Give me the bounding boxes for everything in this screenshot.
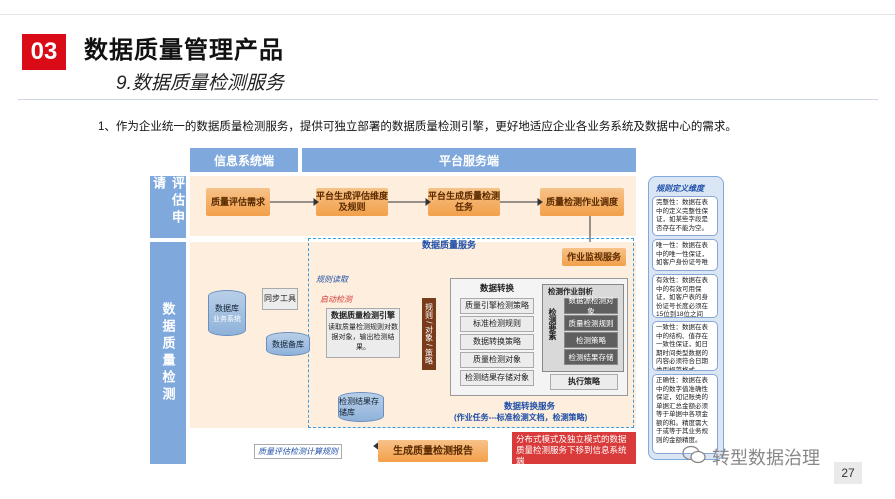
- service-title: 数据质量服务: [422, 240, 477, 250]
- row-header-eval: 评估申请: [150, 176, 186, 238]
- note-box: 分布式模式及独立模式的数据质量检测服务下移到信息系统端: [512, 432, 636, 466]
- analysis-title: 检测作业剖析: [548, 287, 593, 296]
- analysis-item-3: 检测策略: [564, 332, 618, 348]
- convert-title: 数据转换: [480, 283, 515, 293]
- service-footer-sub: (作业任务---标准检测文档，检测策略): [454, 413, 588, 422]
- page-number: 27: [834, 462, 862, 484]
- job-monitor: 作业监视服务: [562, 248, 626, 266]
- flow-step-1: 质量评估需求: [206, 188, 270, 216]
- rule-item-3: 有效性：数据在表中的有效可用保证，如客户表的身份证号长度必须在15位到18位之间: [652, 274, 718, 318]
- service-footer: 数据转换服务: [504, 401, 556, 411]
- backup-cylinder: 数据备库: [266, 332, 310, 356]
- page-subtitle: 9.数据质量检测服务: [116, 73, 284, 94]
- analysis-item-2: 质量检测规则: [564, 315, 618, 331]
- flow-step-3: 平台生成质量检测任务: [428, 188, 500, 216]
- convert-item-1: 质量引擎检测策略: [460, 298, 534, 314]
- convert-item-2: 标准检测规则: [460, 316, 534, 332]
- title-divider: [18, 99, 878, 100]
- flow-step-4: 质量检测作业调度: [540, 188, 624, 216]
- engine-title: 数据质量检测引擎: [331, 311, 395, 320]
- rule-read-label: 规则读取: [316, 275, 348, 284]
- col-header-info: 信息系统端: [190, 148, 298, 172]
- analysis-item-1: 数据源检测对象: [564, 296, 618, 316]
- rule-item-2: 唯一性：数据在表中的唯一性保证，如客户身份证号唯一: [652, 239, 718, 271]
- result-db: 检测结果存储库: [338, 392, 384, 422]
- database-sub: 业务系统: [213, 315, 241, 323]
- sync-tool: 同步工具: [262, 288, 298, 310]
- engine-box: 数据质量检测引擎 读取质量检测规则对数据对象，输出检测结果。: [326, 308, 400, 358]
- section-number-badge: 03: [22, 34, 66, 70]
- watermark: 转型数据治理: [712, 448, 820, 468]
- rule-item-4: 一致性：数据在表中的结构、值存在一致性保证，如日期时间类型数据的内容必须符合日期…: [652, 321, 718, 371]
- wechat-icon: [682, 444, 706, 464]
- service-area: [308, 238, 634, 428]
- rule-item-1: 完整性：数据在表中的定义完整性保证，如某些字段是否存在不能为空。: [652, 196, 718, 236]
- row-header-check: 数据质量检测: [150, 242, 186, 464]
- diagram: 信息系统端 平台服务端 评估申请 数据质量检测 质量评估需求 平台生成评估维度及…: [150, 148, 640, 466]
- calc-rule: 质量评估检测计算规则: [254, 444, 342, 459]
- analysis-item-4: 检测结果存储: [564, 349, 618, 365]
- convert-item-5: 检测结果存储对象: [460, 370, 534, 386]
- init-check-label: 启动检测: [320, 295, 352, 304]
- engine-desc: 读取质量检测规则对数据对象，输出检测结果。: [328, 324, 398, 351]
- exec-strategy: 执行策略: [550, 374, 618, 390]
- rules-title: 规则定义维度: [656, 184, 704, 193]
- rule-item-5: 正确性：数据在表中的数字值准确性保证，如记账类的单据汇总金额必须等于单据中各项金…: [652, 374, 718, 454]
- top-divider: [0, 14, 895, 15]
- page-title: 数据质量管理产品: [84, 37, 284, 64]
- vertical-tags: 规则 / 对象 / 策略: [422, 298, 436, 370]
- col-header-platform: 平台服务端: [302, 148, 636, 172]
- intro-text: 1、作为企业统一的数据质量检测服务，提供可独立部署的数据质量检测引擎，更好地适应…: [98, 121, 737, 133]
- database-cylinder: 数据库 业务系统: [208, 290, 246, 336]
- flow-step-2: 平台生成评估维度及规则: [316, 188, 388, 216]
- convert-item-4: 质量检测对象: [460, 352, 534, 368]
- report-box: 生成质量检测报告: [378, 440, 488, 462]
- analysis-label: 检测要素: [548, 308, 557, 340]
- convert-item-3: 数据转换策略: [460, 334, 534, 350]
- database-label: 数据库: [215, 303, 239, 313]
